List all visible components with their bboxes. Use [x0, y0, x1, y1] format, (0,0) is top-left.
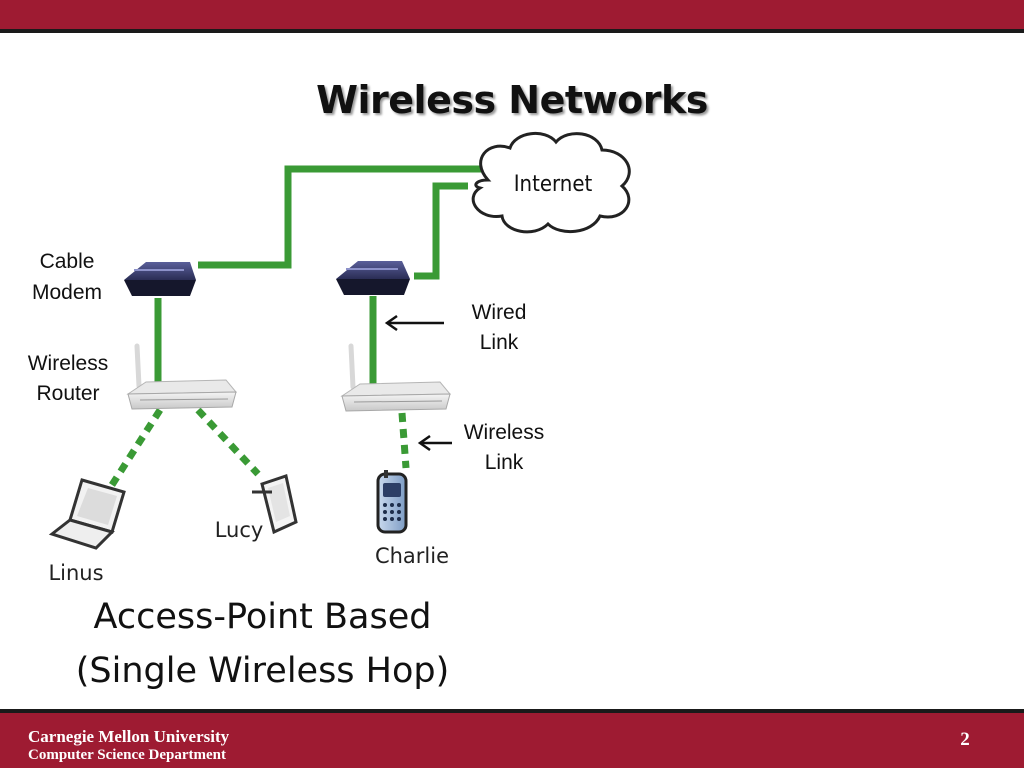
wireless-router-2: [340, 343, 452, 412]
wireless-router-label-line1: Wireless: [28, 352, 109, 375]
cable-modem-2: [336, 261, 410, 295]
footer-university: Carnegie Mellon University: [28, 727, 230, 746]
wireless-router2-to-charlie: [398, 412, 410, 469]
laptop-icon: [48, 478, 126, 550]
wired-link-label-line2: Link: [480, 331, 519, 354]
wireless-router1-to-linus: [107, 408, 163, 490]
wireless-router1-to-lucy: [195, 407, 261, 477]
wireless-link-label-line2: Link: [485, 451, 524, 474]
device-label-lucy: Lucy: [215, 518, 264, 542]
cable-modem-label-line1: Cable: [40, 250, 95, 273]
slide-title: Wireless Networks: [316, 78, 708, 122]
wire-modem1-to-internet: [198, 165, 482, 269]
phone-icon: [376, 470, 408, 534]
device-label-charlie: Charlie: [375, 544, 449, 568]
tablet-icon: [252, 474, 298, 535]
wireless-links: [107, 407, 410, 490]
internet-cloud: Internet: [471, 131, 631, 234]
wireless-router-1: [126, 343, 238, 410]
cable-modem-label-line2: Modem: [32, 281, 102, 304]
wired-links: [154, 165, 482, 384]
wired-link-label-line1: Wired: [472, 301, 527, 324]
top-banner: [0, 0, 1024, 33]
wired-link-arrow: [384, 314, 444, 332]
cable-modem-1: [124, 262, 196, 296]
wireless-link-label-line1: Wireless: [464, 421, 545, 444]
caption-line-1: Access-Point Based: [93, 597, 432, 637]
footer-department: Computer Science Department: [28, 747, 227, 763]
wireless-link-arrow: [417, 434, 452, 452]
page-number: 2: [960, 729, 970, 750]
wireless-router-label-line2: Router: [36, 382, 99, 405]
device-label-linus: Linus: [48, 561, 103, 585]
footer-bar: Carnegie Mellon University Computer Scie…: [0, 709, 1024, 768]
wire-modem2-to-internet: [414, 182, 468, 280]
caption-line-2: (Single Wireless Hop): [75, 651, 450, 691]
internet-label: Internet: [514, 172, 593, 197]
